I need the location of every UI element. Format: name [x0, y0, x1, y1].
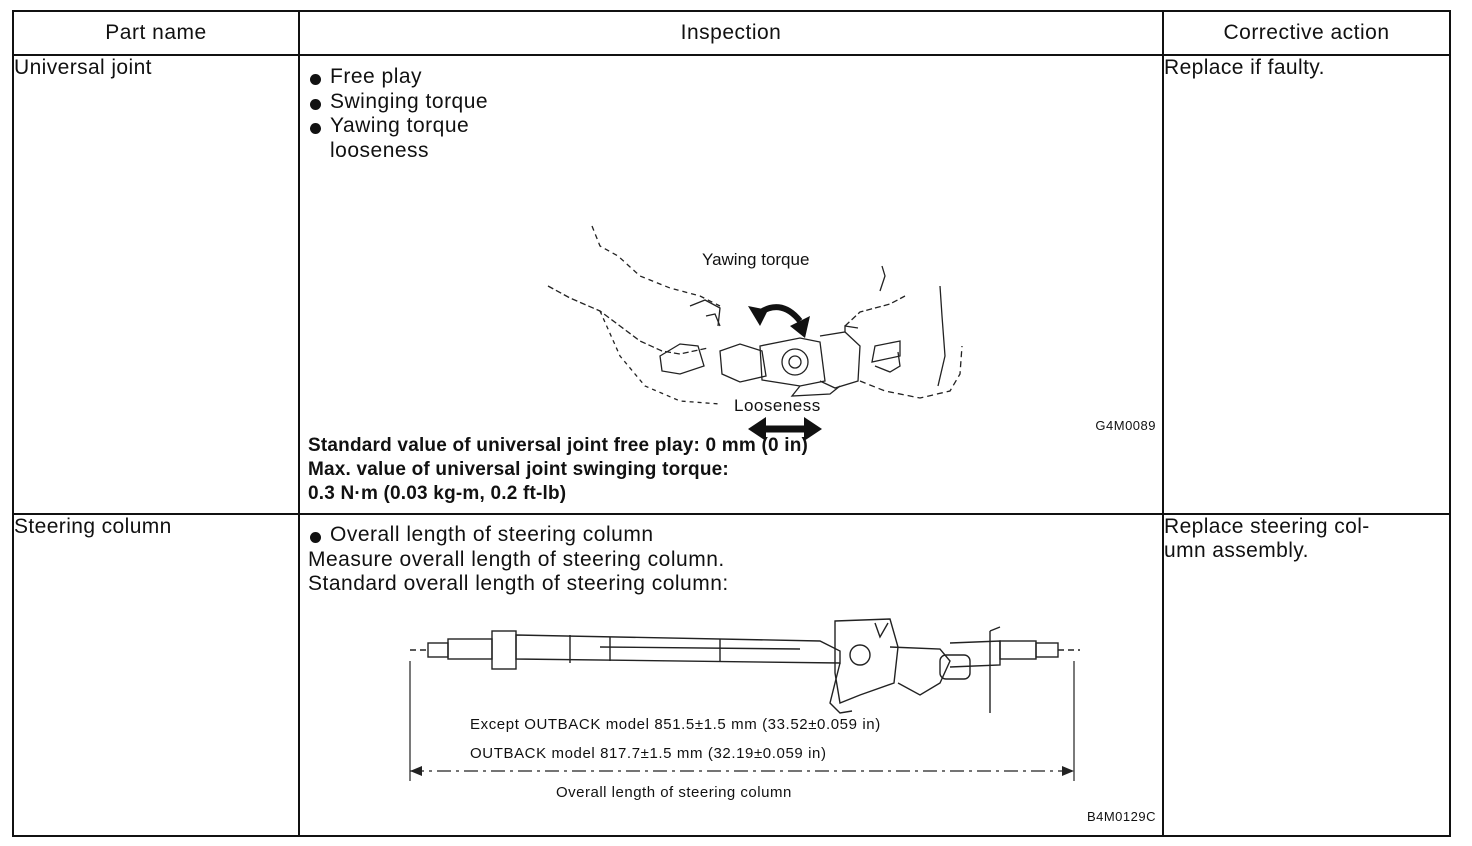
inspection-cell: Overall length of steering column Measur…: [298, 513, 1164, 837]
corrective-action-cell: Replace if faulty.: [1162, 54, 1451, 515]
inspection-cell: Free play Swinging torque Yawing torque …: [298, 54, 1164, 515]
spec-line: Standard value of universal joint free p…: [308, 435, 809, 456]
header-inspection: Inspection: [298, 10, 1164, 56]
bullet-icon: [310, 98, 321, 110]
table-row: Universal joint Free play Swinging torqu…: [12, 54, 1451, 515]
inspection-table: Part name Inspection Corrective action U…: [12, 10, 1451, 837]
inspection-bullets: Free play Swinging torque Yawing torque …: [300, 56, 1162, 163]
part-name-cell: Universal joint: [12, 54, 300, 515]
header-corrective-action: Corrective action: [1162, 10, 1451, 56]
text-line: Measure overall length of steering colum…: [308, 547, 725, 571]
figure-code: B4M0129C: [1086, 809, 1156, 824]
action-line: umn assembly.: [1164, 539, 1309, 562]
header-part-name: Part name: [12, 10, 300, 56]
corrective-action-cell: Replace steering col- umn assembly.: [1162, 513, 1451, 837]
list-item-continuation: looseness: [330, 138, 430, 162]
dimension-line-2: OUTBACK model 817.7±1.5 mm (32.19±0.059 …: [470, 745, 827, 762]
spec-line: Max. value of universal joint swinging t…: [308, 459, 729, 480]
text-line: Standard overall length of steering colu…: [308, 572, 729, 595]
standard-values: Standard value of universal joint free p…: [308, 434, 808, 506]
spec-line: 0.3 N·m (0.03 kg-m, 0.2 ft-lb): [308, 483, 567, 504]
list-item: Swinging torque: [308, 90, 1162, 115]
bullet-icon: [310, 123, 321, 134]
action-line: Replace steering col-: [1164, 515, 1370, 538]
list-item: Yawing torque: [308, 114, 1162, 139]
bullet-icon: [310, 74, 321, 85]
universal-joint-illustration: Yawing torque: [547, 225, 963, 441]
list-item: Overall length of steering column: [308, 523, 1162, 548]
dimension-line-1: Except OUTBACK model 851.5±1.5 mm (33.52…: [470, 716, 881, 733]
yawing-torque-label: Yawing torque: [702, 250, 809, 269]
table-row: Steering column Overall length of steeri…: [12, 513, 1451, 837]
bullet-icon: [310, 532, 321, 543]
figure-code: G4M0089: [1095, 418, 1156, 433]
header-row: Part name Inspection Corrective action: [12, 10, 1451, 56]
part-name-cell: Steering column: [12, 513, 300, 837]
inspection-text: Overall length of steering column Measur…: [300, 515, 1162, 597]
list-item: Free play: [308, 65, 1162, 90]
dimension-caption: Overall length of steering column: [556, 784, 792, 801]
looseness-label: Looseness: [734, 396, 821, 415]
steering-column-illustration: Except OUTBACK model 851.5±1.5 mm (33.52…: [409, 618, 1080, 801]
